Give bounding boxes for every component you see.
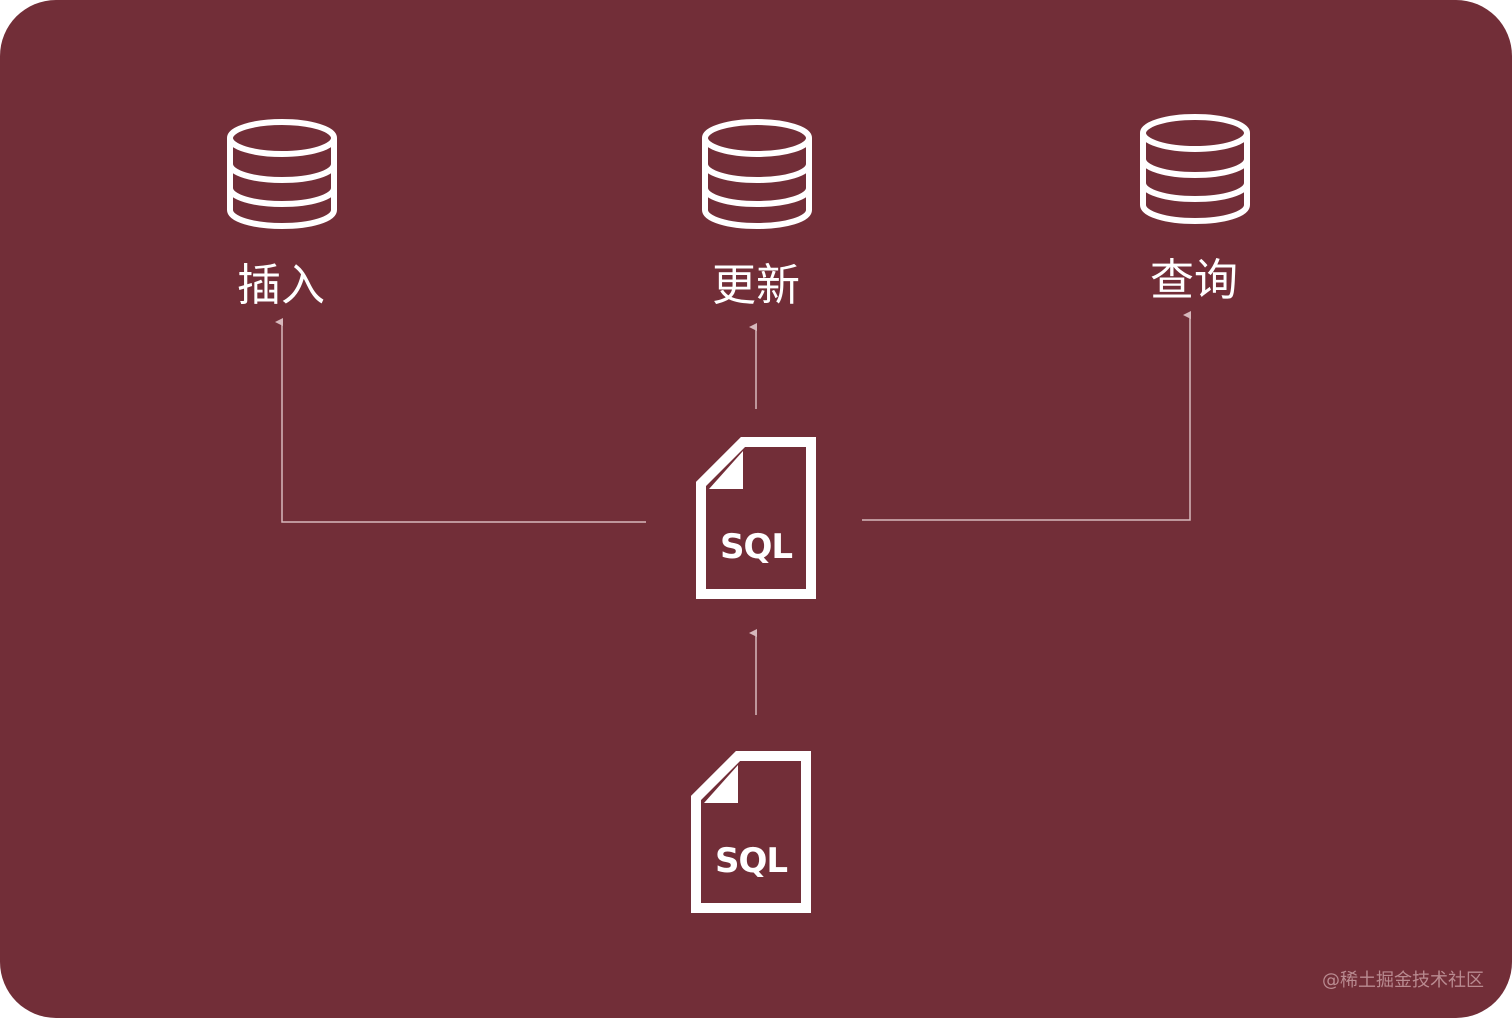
watermark: @稀土掘金技术社区 — [1322, 970, 1484, 991]
connector-to-insert — [275, 318, 646, 523]
sql-file-icon — [696, 437, 816, 599]
database-icon — [1140, 114, 1250, 225]
database-icon — [227, 119, 337, 230]
query-label: 查询 — [1150, 255, 1238, 306]
insert-label: 插入 — [237, 260, 325, 311]
sql-file-text: SQL — [714, 841, 788, 881]
sql-file-center: SQL — [695, 437, 817, 599]
connector-to-query — [862, 311, 1191, 521]
sql-file-icon — [691, 751, 811, 913]
sql-file-bottom: SQL — [690, 751, 812, 913]
sql-file-text: SQL — [719, 527, 793, 567]
database-icon — [702, 119, 812, 230]
update-label: 更新 — [712, 260, 800, 311]
